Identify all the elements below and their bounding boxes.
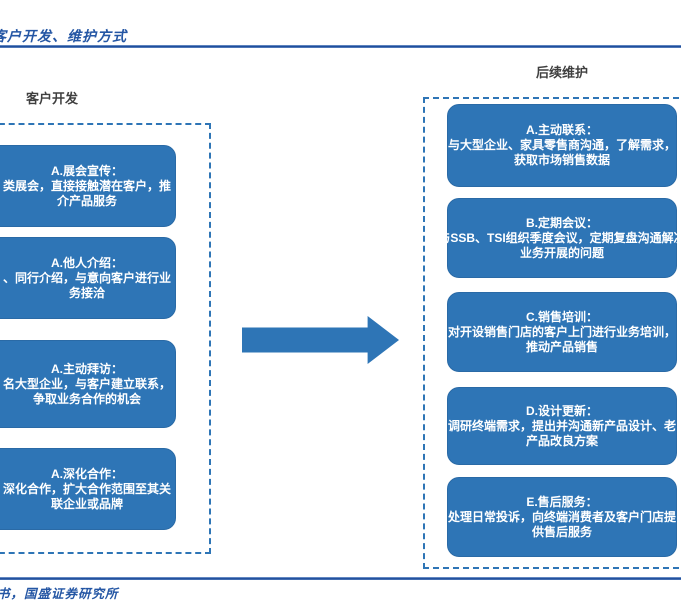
process-box-title: A.展会宣传： [50,163,123,178]
left-column-header: 客户开发 [26,91,79,106]
process-box-body: 深化合作，扩大合作范围至其关 联企业或品牌 [2,481,171,511]
process-box-design-update: D.设计更新： 调研终端需求，提出并沟通新产品设计、老 产品改良方案 [447,387,677,465]
process-box-title: C.销售培训： [525,309,598,324]
process-box-exhibition: A.展会宣传： 类展会，直接接触潜在客户，推 介产品服务 [0,145,176,227]
right-panel-dashed-container [423,97,681,569]
process-box-referral: A.他人介绍： 、同行介绍，与意向客户进行业 务接洽 [0,237,176,319]
process-box-title: A.深化合作： [50,466,123,481]
process-box-body: 与SSB、TSI组织季度会议，定期复盘沟通解决 业务开展的问题 [438,230,681,260]
process-box-title: A.主动拜访： [50,361,123,376]
process-box-title: B.定期会议： [525,215,598,230]
process-box-body: 处理日常投诉，向终端消费者及客户门店提 供售后服务 [448,509,677,539]
process-box-after-sales: E.售后服务： 处理日常投诉，向终端消费者及客户门店提 供售后服务 [447,477,677,557]
process-box-visit: A.主动拜访： 名大型企业，与客户建立联系， 争取业务合作的机会 [0,340,176,428]
process-box-body: 、同行介绍，与意向客户进行业 务接洽 [2,270,171,300]
process-box-body: 名大型企业，与客户建立联系， 争取业务合作的机会 [2,376,171,406]
process-box-title: D.设计更新： [525,403,598,418]
left-panel-dashed-container [0,123,211,554]
process-box-regular-meetings: B.定期会议： 与SSB、TSI组织季度会议，定期复盘沟通解决 业务开展的问题 [438,198,681,278]
process-box-body: 与大型企业、家具零售商沟通，了解需求， 获取市场销售数据 [448,138,677,167]
right-column-header: 后续维护 [536,65,589,80]
process-box-title: A.他人介绍： [50,255,123,270]
footer-rule [0,577,681,580]
figure-source: 书，国盛证券研究所 [0,587,119,601]
process-box-deepen-cooperation: A.深化合作： 深化合作，扩大合作范围至其关 联企业或品牌 [0,448,176,530]
title-rule [0,45,681,48]
process-box-sales-training: C.销售培训： 对开设销售门店的客户上门进行业务培训， 推动产品销售 [447,292,677,372]
figure-title: 客户开发、维护方式 [0,30,127,45]
process-box-body: 类展会，直接接触潜在客户，推 介产品服务 [2,178,171,208]
process-box-body: 调研终端需求，提出并沟通新产品设计、老 产品改良方案 [448,418,677,448]
process-box-body: 对开设销售门店的客户上门进行业务培训， 推动产品销售 [448,324,677,354]
process-box-title: A.主动联系： [525,123,598,137]
process-box-active-contact: A.主动联系： 与大型企业、家具零售商沟通，了解需求， 获取市场销售数据 [447,104,677,187]
process-box-title: E.售后服务： [526,494,598,509]
right-arrow-icon [242,316,399,364]
